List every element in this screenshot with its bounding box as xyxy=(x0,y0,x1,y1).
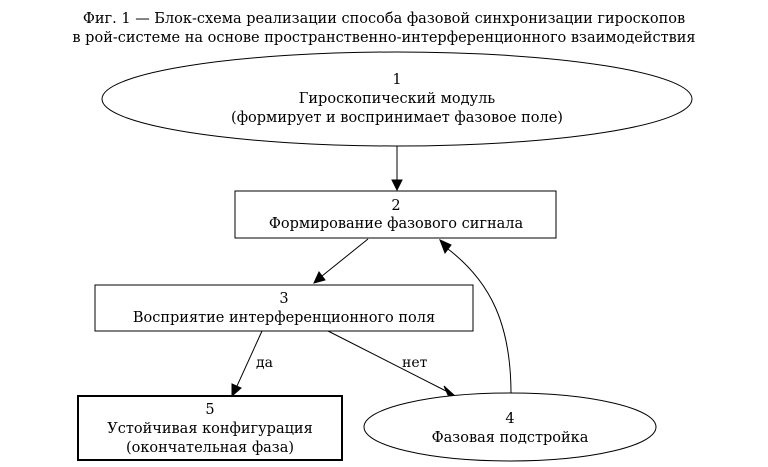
caption-line-1: Фиг. 1 — Блок-схема реализации способа ф… xyxy=(83,11,685,27)
node-1-title: Гироскопический модуль xyxy=(299,91,495,107)
node-3-number: 3 xyxy=(279,291,288,307)
node-5-stable-configuration: 5 Устойчивая конфигурация (окончательная… xyxy=(77,395,343,461)
edges xyxy=(231,146,512,398)
node-4-number: 4 xyxy=(505,411,514,427)
arrowhead-4-to-2 xyxy=(439,239,452,255)
node-2-box xyxy=(234,190,557,239)
node-4-phase-adjustment: 4 Фазовая подстройка xyxy=(363,392,657,462)
edge-label-yes: да xyxy=(256,355,273,371)
node-1-number: 1 xyxy=(392,72,401,88)
node-4-title: Фазовая подстройка xyxy=(432,430,589,446)
node-2-phase-signal: 2 Формирование фазового сигнала xyxy=(234,190,557,239)
node-1-gyro-module: 1 Гироскопический модуль (формирует и во… xyxy=(101,51,693,147)
edge-3-to-5 xyxy=(236,330,263,387)
edge-3-to-4 xyxy=(327,330,447,392)
edge-4-to-2 xyxy=(447,248,512,395)
figure-caption: Фиг. 1 — Блок-схема реализации способа ф… xyxy=(72,11,695,46)
node-5-box xyxy=(77,395,343,461)
node-2-number: 2 xyxy=(391,198,400,214)
node-2-title: Формирование фазового сигнала xyxy=(269,216,524,232)
arrowhead-3-to-5 xyxy=(231,383,242,398)
node-5-number: 5 xyxy=(205,402,214,418)
arrowhead-2-to-3 xyxy=(313,271,326,284)
node-3-interference-field: 3 Восприятие интерференционного поля xyxy=(94,284,474,332)
node-1-ellipse xyxy=(101,51,693,147)
node-5-subtitle: (окончательная фаза) xyxy=(126,440,294,456)
node-4-ellipse xyxy=(363,392,657,462)
node-5-title: Устойчивая конфигурация xyxy=(107,421,313,437)
edge-2-to-3 xyxy=(321,238,369,277)
caption-line-2: в рой-системе на основе пространственно-… xyxy=(72,30,695,46)
edge-label-no: нет xyxy=(402,355,428,371)
node-3-title: Восприятие интерференционного поля xyxy=(133,310,435,326)
node-1-subtitle: (формирует и воспринимает фазовое поле) xyxy=(231,110,563,126)
node-3-box xyxy=(94,284,474,332)
arrowhead-1-to-2 xyxy=(391,179,403,192)
